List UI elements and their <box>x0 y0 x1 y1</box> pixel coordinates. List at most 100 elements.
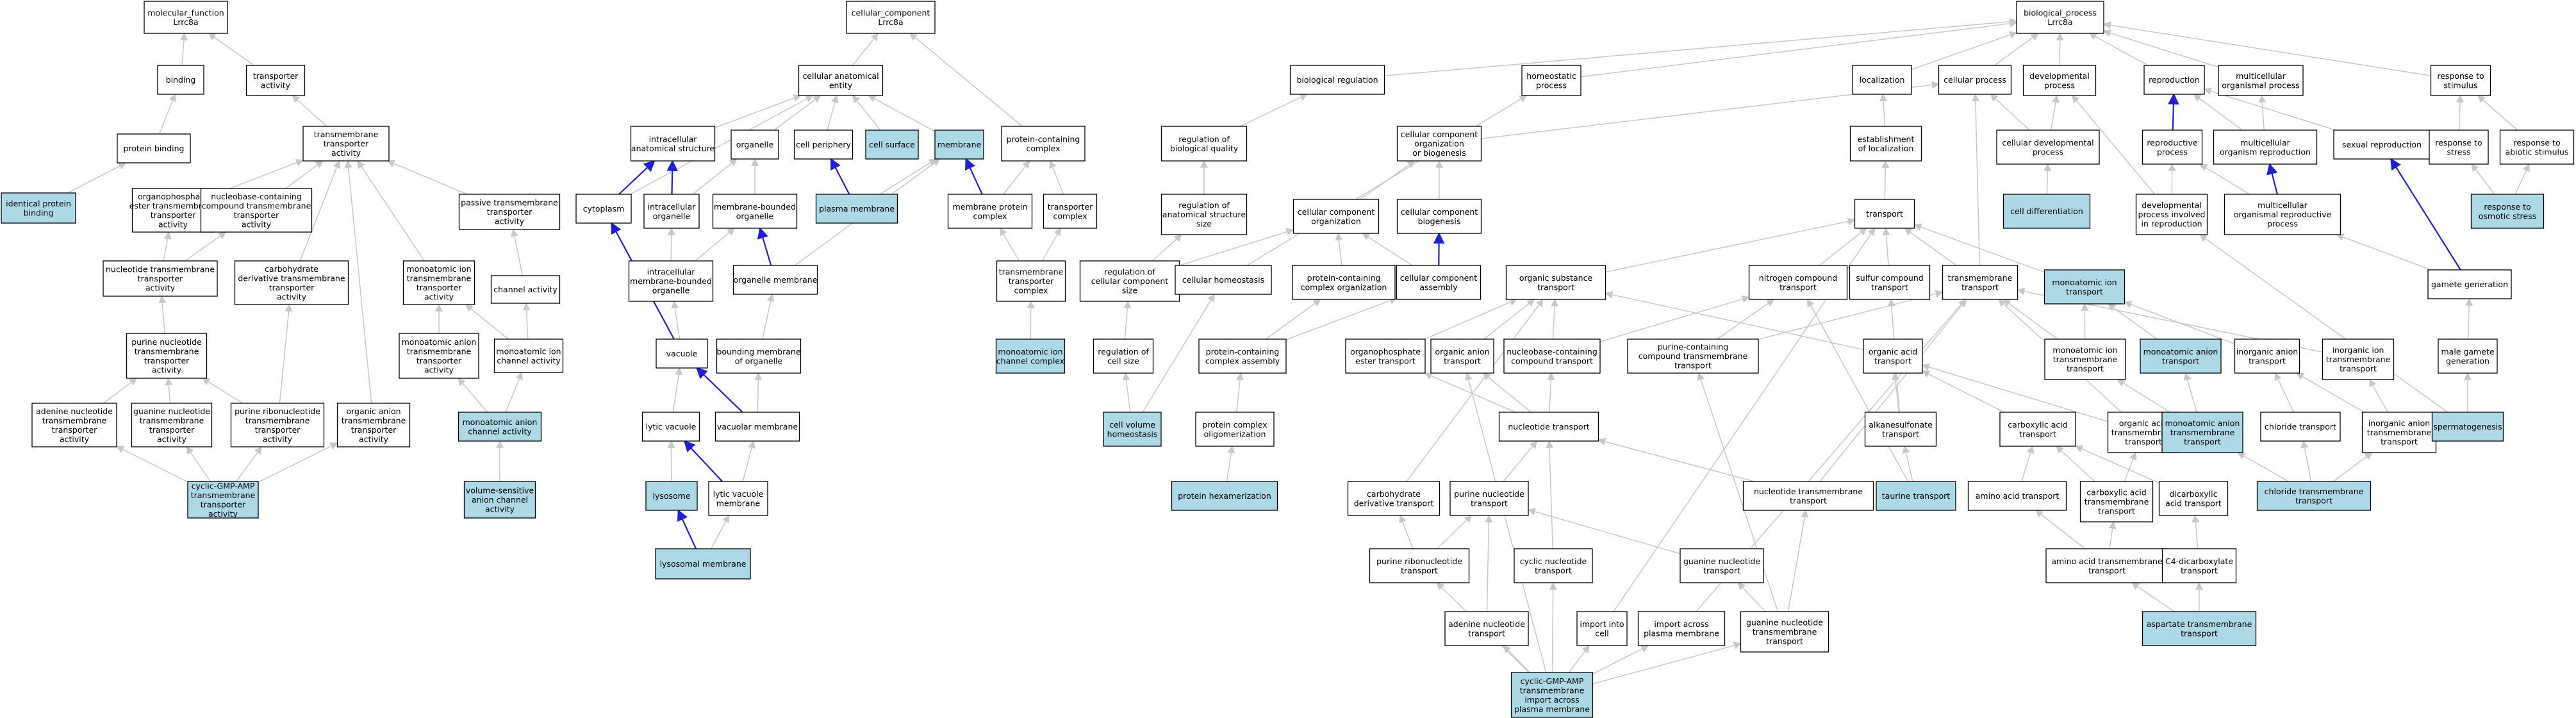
go-term-node-vacuolar-membrane[interactable]: vacuolar membrane <box>714 412 800 442</box>
go-term-node-cell-surface[interactable]: cell surface <box>865 129 919 160</box>
go-term-node-reproduction[interactable]: reproduction <box>2143 65 2205 95</box>
go-term-node-protein-binding[interactable]: protein binding <box>117 133 191 163</box>
go-term-node-binding[interactable]: binding <box>157 65 204 95</box>
go-term-node-transport[interactable]: transport <box>1854 199 1915 229</box>
go-term-node-cytoplasm[interactable]: cytoplasm <box>575 194 632 224</box>
go-term-node-channel-activity[interactable]: channel activity <box>490 275 561 304</box>
go-term-node-chloride-transport[interactable]: chloride transport <box>2260 412 2341 442</box>
go-term-node-lysosome[interactable]: lysosome <box>645 481 698 511</box>
go-term-node-membrane[interactable]: membrane <box>934 129 984 160</box>
go-term-node-cell-periphery[interactable]: cell periphery <box>793 129 854 160</box>
go-term-node-protein-hexamerization[interactable]: protein hexamerization <box>1171 481 1278 511</box>
go-term-node-cell-differentiation[interactable]: cell differentiation <box>2002 194 2091 229</box>
go-term-node-vacuole[interactable]: vacuole <box>656 338 708 369</box>
go-term-node-nucleotide-transport[interactable]: nucleotide transport <box>1498 412 1599 442</box>
go-term-node-cellular-process[interactable]: cellular process <box>1938 65 2012 95</box>
go-term-node-cellular-homeostasis[interactable]: cellular homeostasis <box>1175 265 1272 295</box>
go-term-node-spermatogenesis[interactable]: spermatogenesis <box>2431 412 2504 442</box>
go-term-node-taurine-transport[interactable]: taurine transport <box>1876 481 1956 511</box>
go-term-node-lytic-vacuole[interactable]: lytic vacuole <box>641 412 700 442</box>
go-term-node-sexual-reproduction[interactable]: sexual reproduction <box>2333 129 2431 160</box>
go-term-node-amino-acid-transport[interactable]: amino acid transport <box>1967 481 2067 511</box>
